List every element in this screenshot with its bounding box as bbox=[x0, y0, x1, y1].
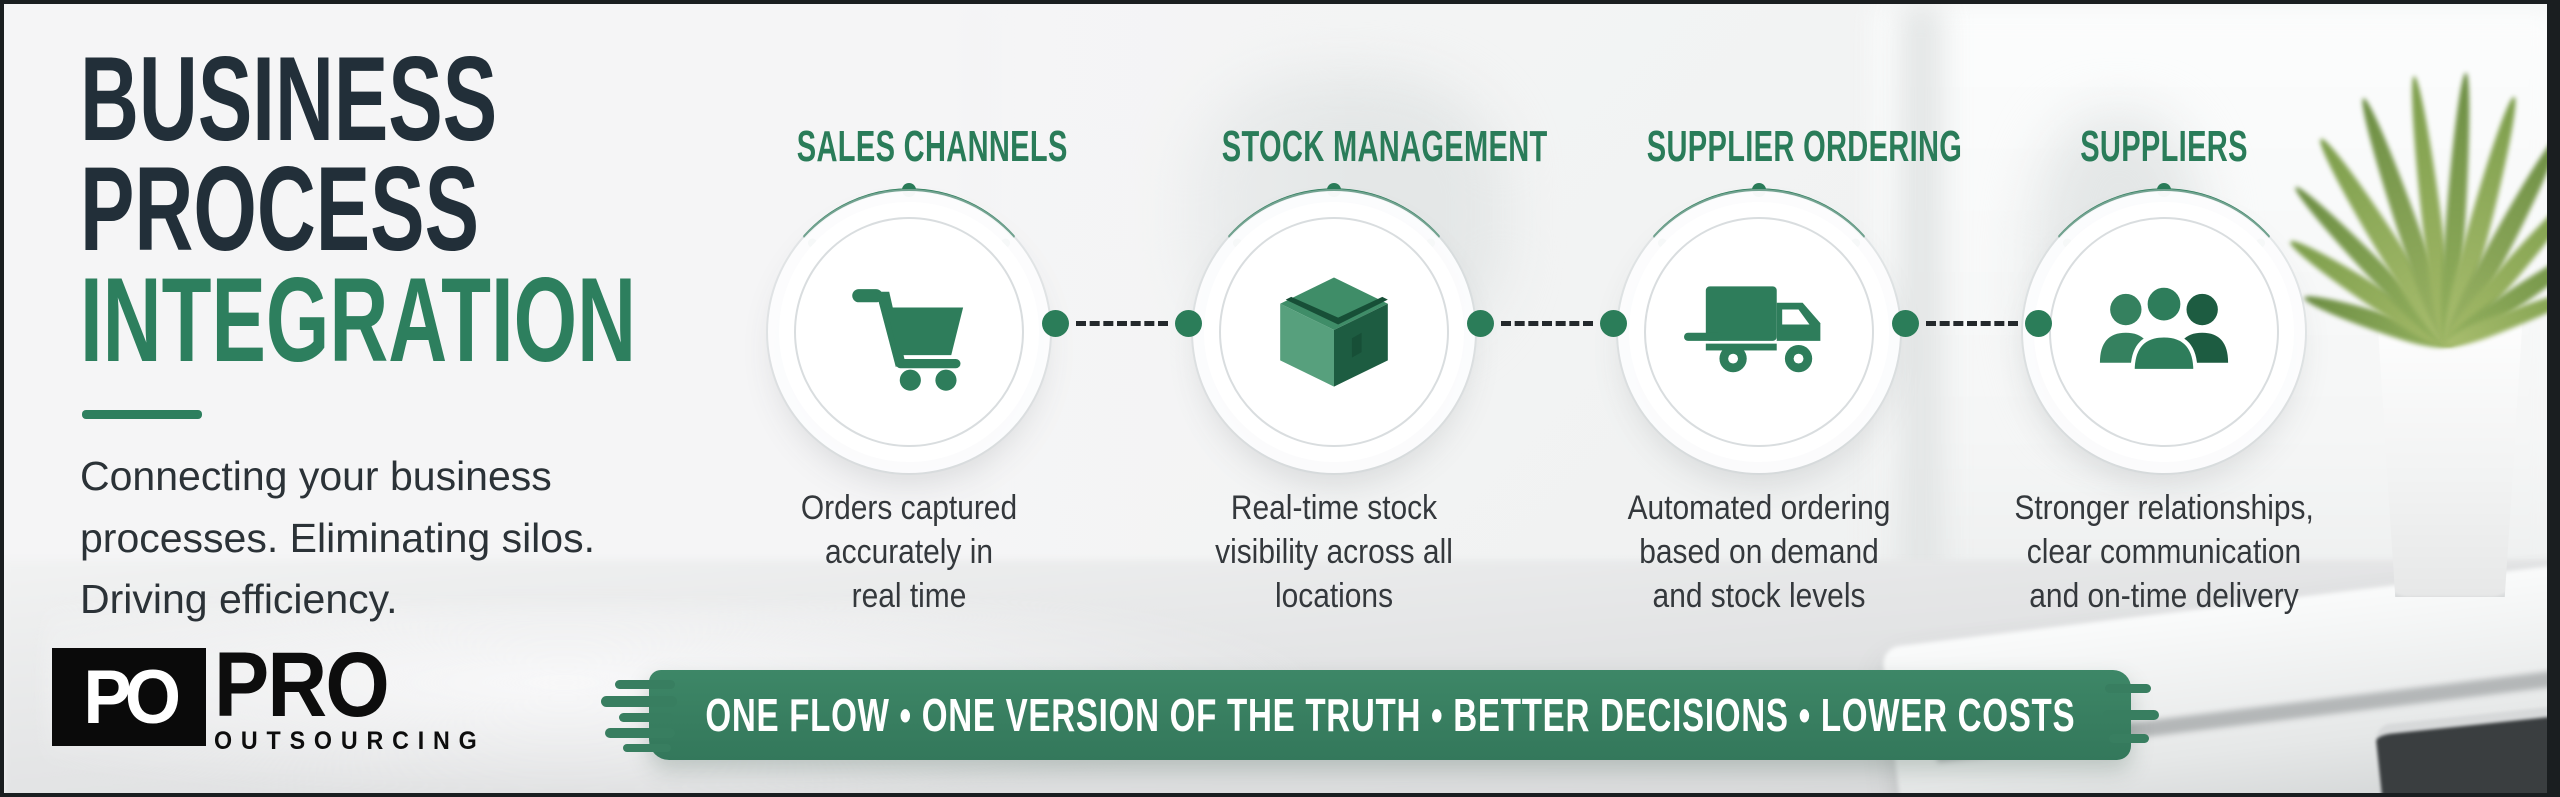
title-line-1: BUSINESS bbox=[80, 32, 498, 166]
dashed-line bbox=[1501, 320, 1593, 326]
step-stock-management: STOCK MANAGEMENT Real-time stock visibil… bbox=[1164, 122, 1548, 662]
desc-line: and on-time delivery bbox=[2029, 577, 2299, 616]
title-line-3: INTEGRATION bbox=[80, 252, 637, 387]
circle-inner-ring bbox=[2049, 217, 2279, 447]
step-circle bbox=[779, 202, 1039, 462]
step-description: Stronger relationships, clear communicat… bbox=[2014, 486, 2313, 619]
step-sales-channels: SALES CHANNELS Orders captured accuratel… bbox=[739, 122, 1079, 662]
desc-line: Stronger relationships, bbox=[2014, 489, 2314, 527]
step-circle bbox=[2034, 202, 2294, 462]
dashed-line bbox=[1926, 320, 2018, 326]
desc-line: and stock levels bbox=[1652, 577, 1866, 616]
plant-pot bbox=[2376, 299, 2524, 597]
flow-connector bbox=[1467, 309, 1627, 337]
brush-streak bbox=[605, 728, 675, 738]
page-title: BUSINESS PROCESS INTEGRATION bbox=[80, 32, 898, 387]
circle-inner-ring bbox=[1644, 217, 1874, 447]
desc-line: based on demand bbox=[1639, 533, 1879, 572]
brush-streak bbox=[2105, 684, 2151, 693]
brush-streak bbox=[623, 744, 671, 752]
desc-line: Orders captured bbox=[800, 489, 1018, 527]
step-label: SUPPLIER ORDERING bbox=[1646, 122, 1963, 171]
po-pro-outsourcing-logo: PO PRO OUTSOURCING bbox=[52, 634, 506, 756]
desc-line: visibility across all bbox=[1215, 533, 1453, 572]
brush-streak bbox=[601, 696, 677, 707]
accent-divider bbox=[82, 410, 202, 419]
title-line-2: PROCESS bbox=[80, 142, 480, 277]
circle-inner-ring bbox=[794, 217, 1024, 447]
desc-line: clear communication bbox=[2026, 533, 2302, 572]
connector-dot bbox=[1600, 309, 1627, 337]
desc-line: real time bbox=[851, 577, 967, 616]
step-suppliers: SUPPLIERS bbox=[1994, 122, 2334, 662]
circle-inner-ring bbox=[1219, 217, 1449, 447]
dashed-line bbox=[1076, 320, 1168, 326]
connector-dot bbox=[1892, 309, 1919, 337]
brush-streak bbox=[2103, 710, 2159, 720]
desc-line: Real-time stock bbox=[1230, 489, 1438, 527]
brush-streak bbox=[2109, 734, 2149, 743]
desc-line: accurately in bbox=[825, 533, 993, 572]
tagline-line-1: Connecting your business bbox=[80, 453, 552, 499]
connector-dot bbox=[2025, 309, 2052, 337]
banner-text: ONE FLOW • ONE VERSION OF THE TRUTH • BE… bbox=[705, 689, 2075, 741]
window-frame-bar bbox=[1899, 4, 1943, 594]
connector-dot bbox=[1175, 309, 1202, 337]
tagline: Connecting your business processes. Elim… bbox=[80, 446, 595, 631]
brush-streak bbox=[619, 713, 673, 722]
step-description: Orders captured accurately in real time bbox=[759, 486, 1058, 619]
desc-line: Automated ordering bbox=[1627, 489, 1891, 527]
tagline-line-2: processes. Eliminating silos. bbox=[80, 514, 595, 561]
step-description: Automated ordering based on demand and s… bbox=[1609, 486, 1908, 619]
progress-arc bbox=[1653, 183, 1865, 248]
brush-streak bbox=[615, 680, 675, 689]
flow-connector bbox=[1042, 309, 1202, 337]
step-label: SALES CHANNELS bbox=[796, 122, 1068, 171]
logo-subtitle: OUTSOURCING bbox=[214, 727, 486, 756]
logo-wordmark: PRO OUTSOURCING bbox=[214, 634, 506, 756]
step-circle bbox=[1629, 202, 1889, 462]
step-supplier-ordering: SUPPLIER ORDERING Automat bbox=[1589, 122, 1963, 662]
step-label: SUPPLIERS bbox=[2080, 122, 2248, 171]
step-label: STOCK MANAGEMENT bbox=[1221, 122, 1548, 171]
logo-name: PRO bbox=[214, 634, 390, 736]
step-circle bbox=[1204, 202, 1464, 462]
connector-dot bbox=[1042, 309, 1069, 337]
step-description: Real-time stock visibility across all lo… bbox=[1184, 486, 1483, 619]
desc-line: locations bbox=[1274, 577, 1394, 616]
photo-edge bbox=[2547, 4, 2556, 793]
tagline-line-3: Driving efficiency. bbox=[80, 576, 398, 622]
flow-connector bbox=[1892, 309, 2052, 337]
logo-mark-box: PO bbox=[52, 648, 206, 746]
logo-mark: PO bbox=[83, 654, 181, 740]
value-banner: ONE FLOW • ONE VERSION OF THE TRUTH • BE… bbox=[601, 670, 2159, 760]
connector-dot bbox=[1467, 309, 1494, 337]
